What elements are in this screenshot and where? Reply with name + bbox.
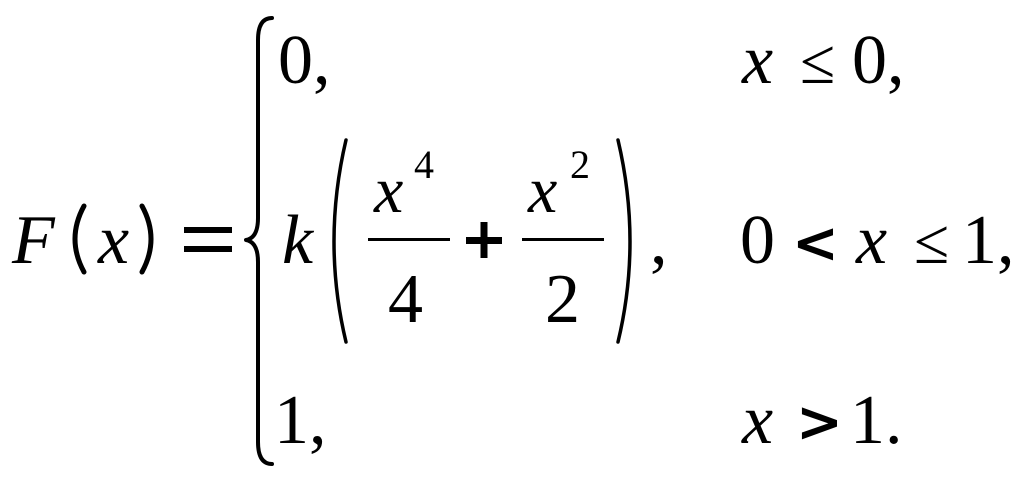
case-2-trailing-comma: , bbox=[650, 202, 668, 279]
case-1-relation: ≤ bbox=[800, 26, 835, 97]
case-2-coefficient: k bbox=[282, 202, 315, 279]
case-row-1: 0, x ≤ 0, bbox=[278, 22, 905, 99]
case-2-lower-bound: 0 bbox=[740, 202, 775, 279]
case-1-variable: x bbox=[741, 22, 773, 99]
case-1-expression: 0, bbox=[278, 22, 331, 99]
formula-lhs: F x = bbox=[11, 202, 232, 279]
case-2-close-paren bbox=[616, 138, 632, 344]
function-variable: x bbox=[97, 202, 129, 279]
term2-exponent: 2 bbox=[570, 142, 590, 187]
term1-denominator: 4 bbox=[388, 261, 423, 338]
case-1-bound: 0, bbox=[852, 22, 905, 99]
case-3-variable: x bbox=[741, 382, 773, 459]
term1-fraction-bar bbox=[368, 238, 450, 241]
plus-sign-vertical bbox=[480, 222, 488, 258]
case-row-2: k x 4 4 + x 2 2 , 0 < x ≤ 1, bbox=[282, 138, 1015, 344]
term1-exponent: 4 bbox=[414, 142, 434, 187]
case-2-open-paren bbox=[332, 138, 348, 344]
case-2-relation-1: < bbox=[792, 211, 839, 276]
equals-sign-top bbox=[184, 227, 232, 233]
equals-sign-bottom bbox=[184, 246, 232, 252]
case-3-relation: > bbox=[796, 390, 843, 455]
case-2-upper-bound: 1, bbox=[962, 202, 1015, 279]
case-2-variable: x bbox=[855, 202, 887, 279]
case-3-bound: 1. bbox=[850, 382, 903, 459]
term2-base: x bbox=[527, 154, 557, 227]
function-name: F bbox=[11, 202, 56, 279]
term2-denominator: 2 bbox=[545, 261, 580, 338]
term1-base: x bbox=[373, 154, 403, 227]
lhs-close-paren bbox=[139, 203, 154, 275]
term2-fraction-bar bbox=[522, 238, 604, 241]
cases-brace bbox=[244, 16, 274, 466]
case-3-expression: 1, bbox=[274, 382, 327, 459]
lhs-open-paren bbox=[72, 203, 87, 275]
case-row-3: 1, x > 1. bbox=[274, 382, 903, 459]
case-2-relation-2: ≤ bbox=[914, 206, 949, 277]
